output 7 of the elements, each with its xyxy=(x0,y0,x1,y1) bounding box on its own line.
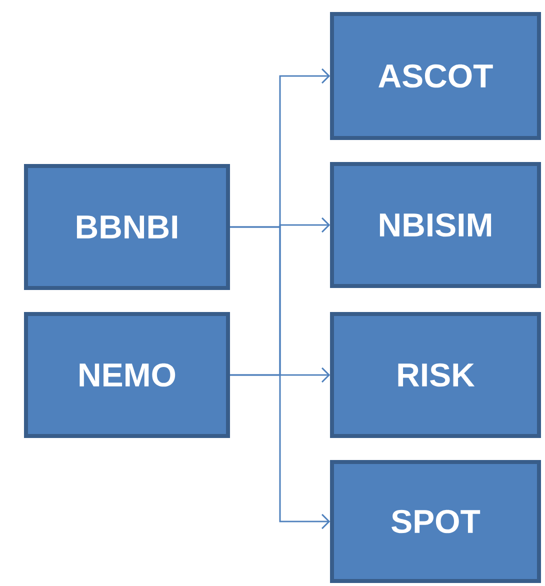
process-box: NEMO xyxy=(24,312,230,438)
arrow xyxy=(230,374,330,529)
process-box: NBISIM xyxy=(330,162,541,288)
process-box: RISK xyxy=(330,312,541,438)
process-box: BBNBI xyxy=(24,164,230,290)
process-box: ASCOT xyxy=(330,12,541,140)
process-box: SPOT xyxy=(330,460,541,583)
